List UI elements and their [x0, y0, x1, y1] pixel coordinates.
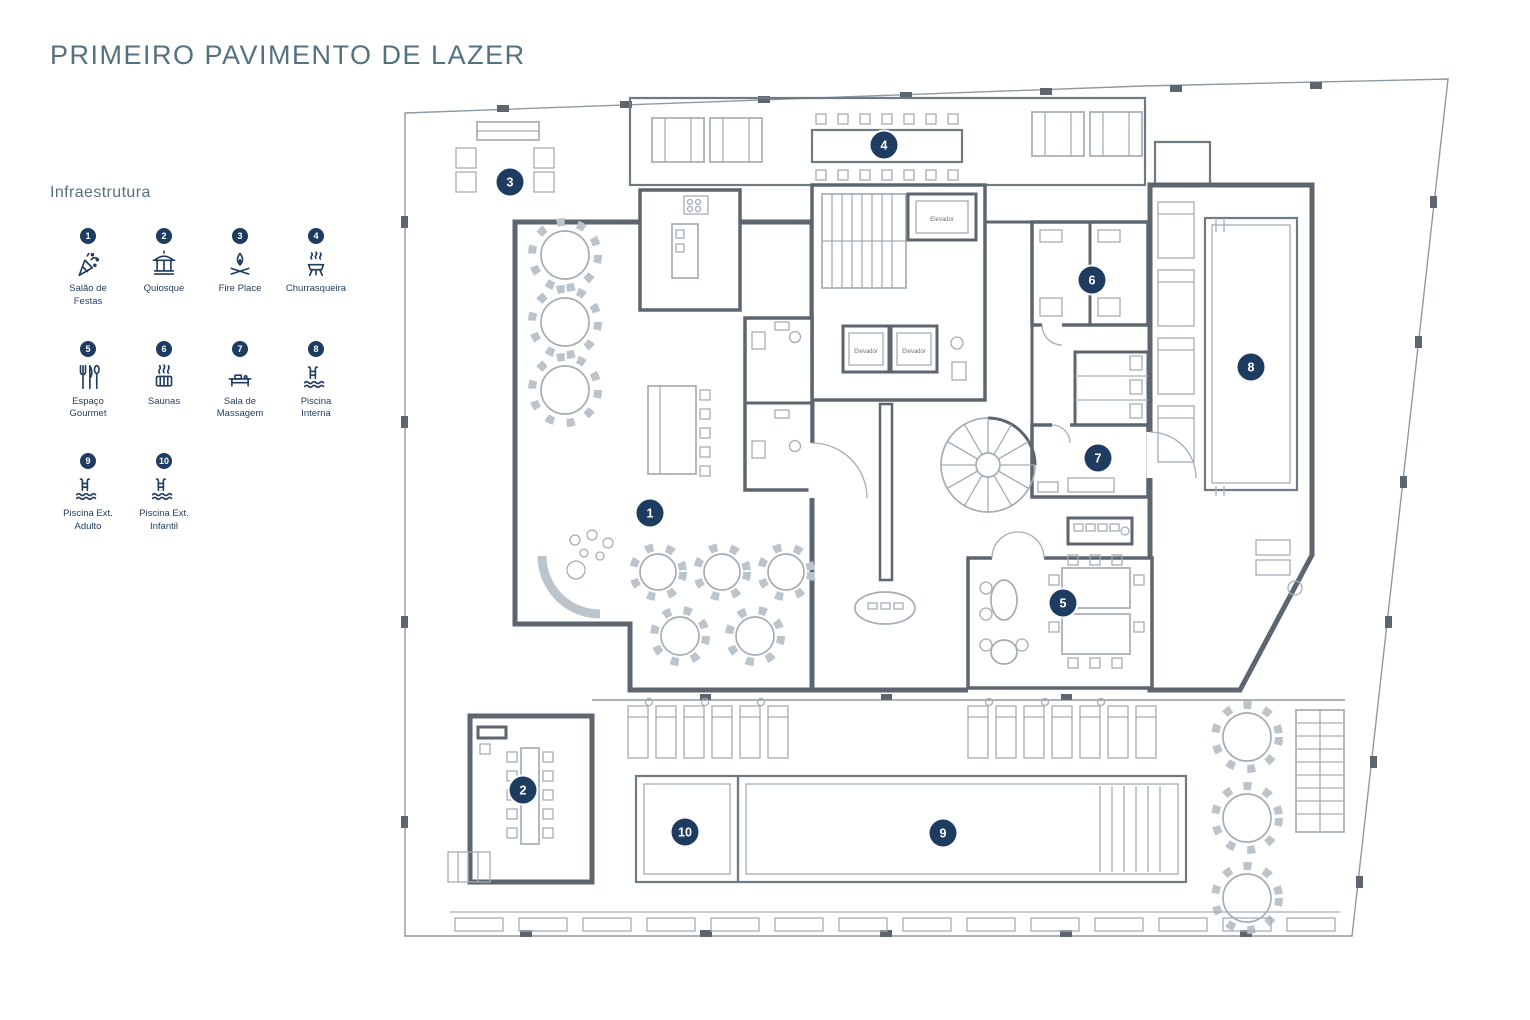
plan-marker-7: 7 — [1084, 444, 1112, 472]
legend-item: 2 Quiosque — [126, 228, 202, 309]
plan-marker-5: 5 — [1049, 589, 1077, 617]
pool-ladder-icon — [73, 474, 103, 504]
legend-item-number-badge: 4 — [308, 228, 324, 244]
kitchen-room — [638, 188, 742, 312]
bbq-terrace — [628, 96, 1212, 187]
indoor-pool-interior — [1157, 201, 1303, 596]
fireplace-terrace — [455, 121, 555, 193]
legend-item-label: Piscina Ext. Infantil — [139, 508, 189, 533]
party-hall-furniture — [528, 218, 815, 666]
bbq-grill-icon — [301, 249, 331, 279]
elevator-label: Elevador — [902, 349, 926, 355]
pool-deck — [592, 694, 1345, 934]
gourmet-furniture — [979, 516, 1145, 669]
elevator — [906, 192, 978, 242]
legend-item: 7 Sala de Massagem — [202, 340, 278, 422]
plan-marker-10: 10 — [671, 818, 699, 846]
legend-item-label: Saunas — [147, 395, 181, 407]
elevator — [841, 324, 891, 374]
sauna-interior — [1037, 229, 1121, 493]
plan-marker-2: 2 — [509, 776, 537, 804]
core-block — [810, 183, 987, 402]
legend-item-number-badge: 5 — [80, 340, 96, 357]
wc-fixtures — [751, 321, 1148, 459]
legend-item-number-badge: 10 — [156, 453, 172, 470]
legend-item-label: Piscina Interna — [300, 395, 332, 420]
lobby — [854, 416, 1037, 625]
plan-marker-3: 3 — [496, 168, 524, 196]
legend-item: 3 Fire Place — [202, 228, 278, 309]
page-title: PRIMEIRO PAVIMENTO DE LAZER — [50, 40, 526, 70]
legend-item: 5 Espaço Gourmet — [50, 340, 126, 422]
legend-item-number-badge: 8 — [308, 340, 324, 357]
legend-item-number-badge: 3 — [232, 228, 248, 244]
campfire-icon — [225, 249, 255, 279]
legend-item-label: Espaço Gourmet — [69, 395, 107, 420]
perimeter-planters — [450, 911, 1340, 932]
legend-item-label: Quiosque — [143, 283, 185, 294]
massage-bed — [1067, 477, 1115, 493]
legend: Infraestrutura 1 Salão de Festas 2 Quios… — [50, 184, 370, 534]
legend-item-number-badge: 2 — [156, 228, 172, 244]
massage-table-icon — [225, 362, 255, 392]
party-popper-icon — [73, 249, 103, 279]
indoor-pool — [1203, 216, 1299, 492]
legend-items: 1 Salão de Festas 2 Quiosque 3 Fire Plac… — [50, 228, 370, 534]
hall-island — [647, 385, 697, 475]
legend-item-label: Sala de Massagem — [216, 395, 264, 420]
plan-marker-1: 1 — [636, 499, 664, 527]
curved-sofa — [537, 555, 601, 619]
legend-item-number-badge: 6 — [156, 340, 172, 357]
doors — [808, 321, 1197, 562]
plan-marker-8: 8 — [1237, 353, 1265, 381]
elevator-label: Elevador — [930, 217, 954, 223]
legend-item-number-badge: 9 — [80, 453, 96, 470]
property-boundary — [401, 78, 1449, 937]
plan-marker-6: 6 — [1078, 266, 1106, 294]
pool-ladder-icon — [301, 362, 331, 392]
legend-item-number-badge: 1 — [80, 228, 96, 244]
legend-title: Infraestrutura — [50, 184, 151, 201]
legend-item: 10 Piscina Ext. Infantil — [126, 453, 202, 534]
legend-item-number-badge: 7 — [232, 340, 248, 357]
plan-marker-4: 4 — [870, 131, 898, 159]
bbq-counter — [810, 128, 964, 164]
legend-item: 9 Piscina Ext. Adulto — [50, 453, 126, 534]
lobby-rug — [854, 591, 916, 625]
legend-item-label: Churrasqueira — [285, 283, 347, 294]
wc-stalls — [1073, 350, 1150, 427]
gourmet-counter — [1066, 516, 1134, 546]
gazebo-icon — [149, 249, 179, 279]
legend-item-label: Piscina Ext. Adulto — [63, 508, 113, 533]
elevator-label: Elevador — [854, 349, 878, 355]
cutlery-icon — [73, 362, 103, 392]
building-walls — [512, 182, 1315, 693]
legend-item-label: Salão de Festas — [69, 283, 107, 307]
elevator — [889, 324, 939, 374]
kitchen-interior — [671, 195, 709, 279]
pool-ladder-icon — [149, 474, 179, 504]
legend-item-label: Fire Place — [218, 283, 262, 294]
legend-item: 4 Churrasqueira — [278, 228, 354, 309]
legend-item: 8 Piscina Interna — [278, 340, 354, 422]
legend-item: 1 Salão de Festas — [50, 228, 126, 309]
core-interior: Elevador Elevador Elevador — [821, 192, 978, 381]
sauna-heater-icon — [149, 362, 179, 392]
gourmet-room — [966, 556, 1154, 690]
legend-item: 6 Saunas — [126, 340, 202, 422]
adult-pool — [736, 774, 1188, 884]
indoor-pool-room — [1147, 182, 1315, 693]
lobby-planter-wall — [878, 402, 894, 582]
plan-marker-9: 9 — [929, 819, 957, 847]
